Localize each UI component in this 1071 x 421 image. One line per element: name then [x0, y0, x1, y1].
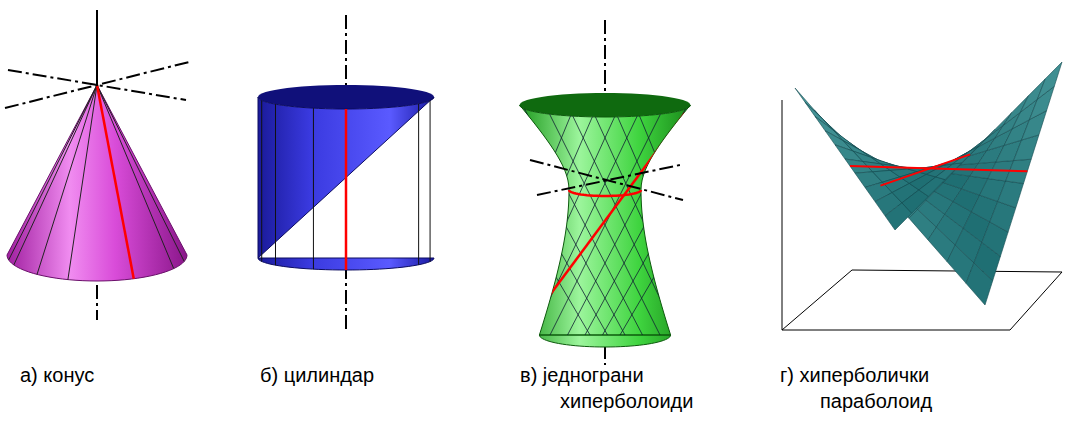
generatrix-line [261, 100, 262, 261]
generatrix-line [14, 85, 97, 265]
hyperboloid-surface [520, 105, 691, 347]
axis-line [530, 160, 683, 200]
ruling-line [480, 105, 575, 335]
figure-caption: б) цилиндар [260, 362, 460, 388]
cylinder-figure [258, 15, 434, 330]
ruling-line [620, 105, 755, 335]
waist-circle [569, 190, 641, 196]
figure-caption: г) хиперболички параболоид [780, 362, 980, 414]
box-edge [782, 270, 852, 330]
ruling-line [613, 105, 713, 335]
figure-caption: а) конус [20, 362, 220, 388]
generatrix-line [313, 108, 314, 269]
generatrix-line [418, 104, 419, 265]
cylinder-surface [258, 97, 434, 270]
ruling-line [478, 105, 608, 335]
paraboloid-figure [782, 62, 1062, 330]
ruling-line [550, 105, 665, 335]
generatrix-line [37, 85, 97, 274]
saddle-patch [987, 112, 1012, 138]
generatrix-line [275, 104, 276, 265]
saddle-patch [1037, 62, 1062, 99]
ruling-line [585, 105, 710, 335]
ruling-line [455, 105, 590, 335]
ruling-line [568, 105, 678, 335]
ruling-line [635, 105, 730, 335]
ruling-line [345, 109, 348, 270]
generatrix-line [97, 85, 184, 261]
axis-line [96, 10, 98, 85]
box-edge [1010, 272, 1062, 330]
hyperboloid-figure [455, 20, 755, 365]
ruling-line [533, 105, 643, 335]
figure-caption: в) једнограни хиперболоиди [520, 362, 720, 414]
box-edge [782, 100, 783, 330]
ruling-line [523, 105, 643, 335]
saddle-patch [815, 116, 843, 140]
ruling-line [545, 105, 660, 335]
box-edge [782, 330, 1010, 331]
cone-figure [5, 10, 189, 320]
ruling-line [97, 85, 134, 279]
ruling-line [535, 113, 685, 315]
saddle-patch [1004, 96, 1029, 126]
saddle-patch [970, 129, 996, 151]
ruling-line [850, 166, 1027, 171]
saddle-patch [919, 177, 945, 196]
generatrix-line [97, 85, 174, 269]
generatrix-line [9, 85, 97, 260]
generatrix-line [430, 101, 431, 262]
saddle-patch [998, 181, 1024, 208]
ruling-line [603, 105, 733, 335]
axis-line [345, 15, 347, 330]
cone-surface [7, 85, 187, 281]
